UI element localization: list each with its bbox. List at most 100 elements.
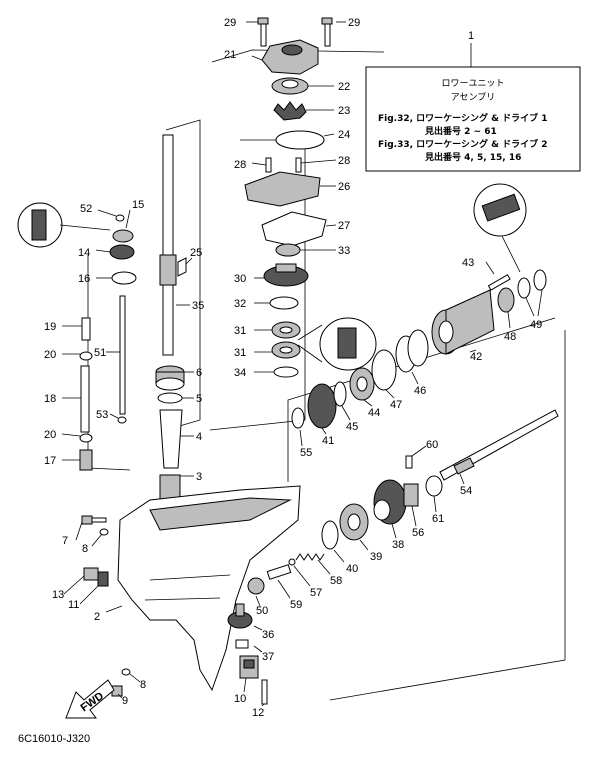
part-number: 42: [470, 351, 482, 363]
bolt-43: [487, 274, 511, 291]
part-number: 30: [234, 273, 246, 285]
diagram-code: 6C16010-J320: [18, 733, 90, 745]
propeller-shaft-54: [439, 409, 559, 481]
legend-line1: ロワーユニット: [441, 79, 504, 89]
cross-pin-60: [405, 455, 413, 469]
shift-rod-51: [119, 295, 126, 415]
forward-gear-38: [373, 479, 407, 525]
insert-cartridge-22: [271, 77, 309, 95]
shift-plunger-59: [266, 564, 292, 580]
bearing-48: [497, 287, 515, 313]
lower-casing-2: [117, 485, 301, 692]
legend-index: 1: [468, 30, 474, 42]
anode-10: [239, 655, 259, 679]
part-number: 47: [390, 399, 402, 411]
part-number: 20: [44, 349, 56, 361]
legend-line4: 見出番号 2 ~ 61: [424, 125, 497, 137]
part-number: 28: [234, 159, 246, 171]
part-number: 59: [290, 599, 302, 611]
bearing-44: [349, 367, 375, 401]
part-number: 46: [414, 385, 426, 397]
part-number: 29: [348, 17, 360, 29]
part-number: 19: [44, 321, 56, 333]
part-number: 36: [262, 629, 274, 641]
plug-37: [235, 639, 249, 649]
bolt-29-right: [321, 17, 333, 47]
legend-line5: Fig.33, ロワーケーシング & ドライブ 2: [378, 138, 548, 150]
tube-joint-17: [79, 449, 93, 471]
part-number: 53: [96, 409, 108, 421]
legend-line3: Fig.32, ロワーケーシング & ドライブ 1: [378, 112, 548, 124]
pin-28-left: [265, 157, 272, 173]
impeller-23: [273, 101, 307, 121]
washer-8-a: [99, 528, 109, 536]
part-number: 12: [252, 707, 264, 719]
leader-lines: [61, 21, 543, 707]
part-number: 4: [196, 431, 202, 443]
part-number: 28: [338, 155, 350, 167]
part-number: 9: [122, 695, 128, 707]
part-number: 38: [392, 539, 404, 551]
shim-55: [291, 407, 305, 429]
pin-19: [81, 317, 91, 341]
assembly-frame-lines: [87, 49, 566, 701]
part-number: 11: [68, 599, 79, 611]
shim-40: [321, 520, 339, 550]
o-ring-16: [111, 271, 137, 285]
part-number: 2: [94, 611, 100, 623]
gasket-24: [275, 130, 325, 150]
part-number: 39: [370, 551, 382, 563]
part-number: 54: [460, 485, 472, 497]
part-number: 31: [234, 325, 246, 337]
part-number: 15: [132, 199, 144, 211]
pin-28-right: [295, 157, 302, 173]
part-number: 13: [52, 589, 64, 601]
part-number: 23: [338, 105, 350, 117]
part-number: 21: [224, 49, 236, 61]
pinion-36: [227, 603, 253, 629]
part-number: 7: [62, 535, 68, 547]
part-number: 41: [322, 435, 334, 447]
oil-seal-49-b: [533, 269, 547, 291]
part-number: 40: [346, 563, 358, 575]
part-number: 8: [140, 679, 146, 691]
gasket-27: [261, 211, 327, 247]
spring-61: [425, 475, 443, 497]
seal-inset-right: [473, 183, 527, 273]
clip-53: [117, 416, 127, 424]
shim-45: [333, 381, 347, 407]
spring-58: [295, 553, 325, 561]
part-number: 50: [256, 605, 268, 617]
oil-seal-31-b: [271, 341, 301, 359]
bolt-29-left: [257, 17, 269, 47]
part-number: 55: [300, 447, 312, 459]
part-number: 6: [196, 367, 202, 379]
part-number: 35: [192, 300, 204, 312]
legend-line2: アセンブリ: [451, 91, 496, 103]
ball-57: [288, 558, 296, 566]
legend-box: 1 ロワーユニット アセンブリ Fig.32, ロワーケーシング & ドライブ …: [365, 30, 581, 172]
part-number: 25: [190, 247, 202, 259]
grommet-20-a: [79, 351, 93, 361]
shim-5: [157, 392, 183, 404]
pin-25: [177, 257, 187, 277]
part-number: 34: [234, 367, 246, 379]
seal-33: [275, 243, 301, 257]
part-number: 45: [346, 421, 358, 433]
part-number: 61: [432, 513, 444, 525]
grommet-20-b: [79, 433, 93, 443]
part-number: 52: [80, 203, 92, 215]
bearing-50: [247, 577, 265, 595]
o-ring-47: [371, 349, 397, 391]
part-number: 60: [426, 439, 438, 451]
part-number: 20: [44, 429, 56, 441]
part-number: 3: [196, 471, 202, 483]
washer-52: [115, 214, 125, 222]
pump-housing-21: [261, 39, 319, 75]
part-number: 16: [78, 273, 90, 285]
o-ring-46-b: [407, 329, 429, 367]
drive-shaft-35: [159, 134, 177, 356]
part-number: 10: [234, 693, 246, 705]
anode-13: [83, 567, 99, 581]
